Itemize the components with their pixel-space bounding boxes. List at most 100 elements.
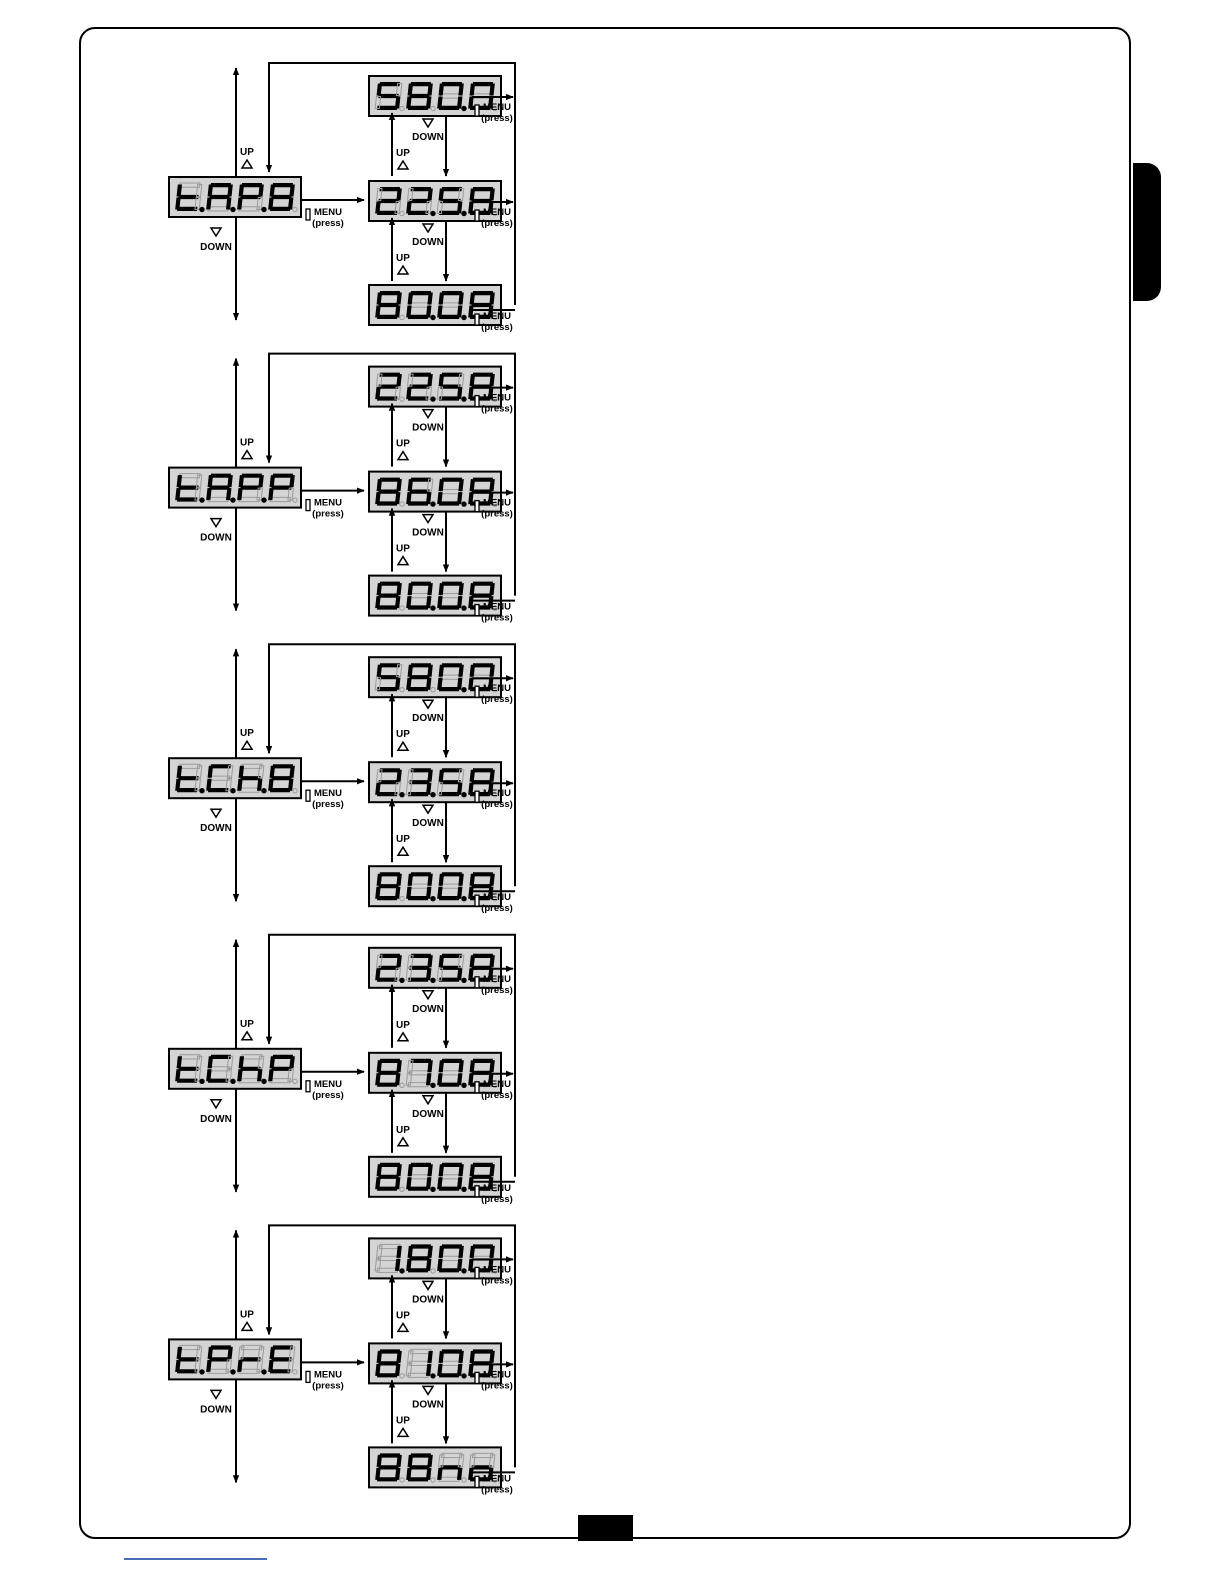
down-triangle-icon: [421, 1095, 435, 1106]
down-triangle-icon: [421, 223, 435, 234]
up-label: UP: [240, 438, 254, 449]
footer-rule: [124, 1558, 267, 1560]
menu-button-icon: [474, 894, 480, 907]
menu-label: MENU: [483, 393, 511, 404]
main-display: [168, 176, 302, 218]
lcd-digit-1: [175, 473, 205, 503]
down-label: DOWN: [412, 423, 444, 434]
lcd-digit-3: [436, 187, 467, 217]
press-label: (press): [312, 509, 344, 520]
menu-label: MENU: [483, 311, 511, 322]
menu-button-icon: [474, 104, 480, 117]
menu-group-1: UPDOWNMENU(press)MENU(press)MENU(press)M…: [168, 62, 516, 333]
menu-button-icon: [305, 1080, 311, 1093]
lcd-digit-2: [406, 1453, 436, 1483]
menu-label: MENU: [483, 1183, 511, 1194]
lcd-digit-1: [375, 1058, 405, 1089]
menu-label: MENU: [483, 207, 511, 218]
up-label: UP: [396, 253, 410, 264]
main-display: [168, 466, 302, 509]
return-loop: [265, 933, 516, 1177]
lcd-digit-1: [375, 1349, 405, 1379]
lcd-digit-2: [206, 764, 236, 794]
lcd-digit-3: [436, 953, 467, 983]
up-label: UP: [396, 439, 410, 450]
lcd-digit-1: [375, 477, 405, 507]
lcd-digit-4: [468, 82, 498, 112]
press-label: (press): [481, 404, 513, 415]
down-label: DOWN: [412, 528, 444, 539]
value-display-3: [368, 574, 502, 617]
menu-button-icon: [474, 209, 480, 222]
down-triangle-icon: [209, 517, 223, 529]
up-triangle-icon: [396, 845, 410, 856]
lcd-digit-3: [437, 1162, 467, 1193]
menu-label: MENU: [314, 498, 342, 509]
lcd-digit-1: [374, 663, 405, 693]
up-label: UP: [396, 1310, 410, 1321]
lcd-digit-1: [175, 182, 205, 213]
return-loop: [265, 352, 516, 596]
down-label: DOWN: [412, 818, 444, 829]
lcd-digit-2: [405, 1348, 436, 1379]
down-label: DOWN: [412, 237, 444, 248]
menu-label: MENU: [314, 1079, 342, 1090]
lcd-digit-3: [437, 663, 467, 693]
lcd-digit-2: [406, 82, 436, 112]
press-label: (press): [481, 1275, 513, 1286]
menu-label: MENU: [314, 788, 342, 799]
press-label: (press): [481, 322, 513, 333]
menu-label: MENU: [483, 788, 511, 799]
up-label: UP: [240, 147, 254, 158]
press-label: (press): [481, 1090, 513, 1101]
up-label: UP: [396, 834, 410, 845]
lcd-digit-2: [406, 1162, 436, 1193]
press-label: (press): [481, 799, 513, 810]
press-label: (press): [481, 1194, 513, 1205]
down-triangle-icon: [421, 1385, 435, 1396]
return-loop: [265, 643, 516, 887]
menu-group-3: UPDOWNMENU(press)MENU(press)MENU(press)M…: [168, 643, 516, 914]
down-label: DOWN: [412, 1004, 444, 1015]
lcd-digit-3: [437, 477, 467, 507]
lcd-digit-2: [206, 473, 236, 503]
lcd-digit-2: [406, 581, 436, 611]
lcd-digit-1: [375, 768, 405, 798]
down-label: DOWN: [200, 1404, 232, 1415]
down-label: DOWN: [412, 1109, 444, 1120]
up-label: UP: [396, 729, 410, 740]
menu-label: MENU: [314, 207, 342, 218]
press-label: (press): [481, 218, 513, 229]
up-triangle-icon: [396, 1031, 410, 1042]
return-loop: [265, 62, 516, 305]
menu-button-icon: [474, 603, 480, 617]
menu-button-icon: [474, 1475, 480, 1489]
menu-label: MENU: [483, 1264, 511, 1275]
menu-button-icon: [305, 1370, 311, 1384]
up-triangle-icon: [240, 158, 254, 169]
lcd-digit-1: [375, 187, 405, 217]
lcd-digit-4: [468, 1162, 498, 1193]
down-label: DOWN: [200, 823, 232, 834]
up-triangle-icon: [240, 1030, 254, 1041]
press-label: (press): [481, 1484, 513, 1495]
lcd-digit-2: [406, 477, 436, 507]
lcd-digit-2: [405, 1058, 436, 1089]
menu-group-2: UPDOWNMENU(press)MENU(press)MENU(press)M…: [168, 352, 516, 624]
menu-button-icon: [305, 208, 311, 221]
lcd-digit-4: [268, 473, 298, 503]
menu-button-icon: [474, 1185, 480, 1198]
down-label: DOWN: [200, 533, 232, 544]
lcd-digit-3: [437, 872, 467, 902]
main-display: [168, 757, 302, 800]
down-triangle-icon: [209, 1389, 223, 1400]
lcd-digit-4: [268, 764, 298, 794]
menu-group-5: UPDOWNMENU(press)MENU(press)MENU(press)M…: [168, 1224, 516, 1495]
press-label: (press): [481, 613, 513, 624]
menu-button-icon: [474, 1371, 480, 1385]
down-triangle-icon: [421, 118, 435, 129]
lcd-digit-1: [375, 372, 405, 402]
down-label: DOWN: [412, 1294, 444, 1305]
lcd-digit-2: [406, 372, 436, 402]
